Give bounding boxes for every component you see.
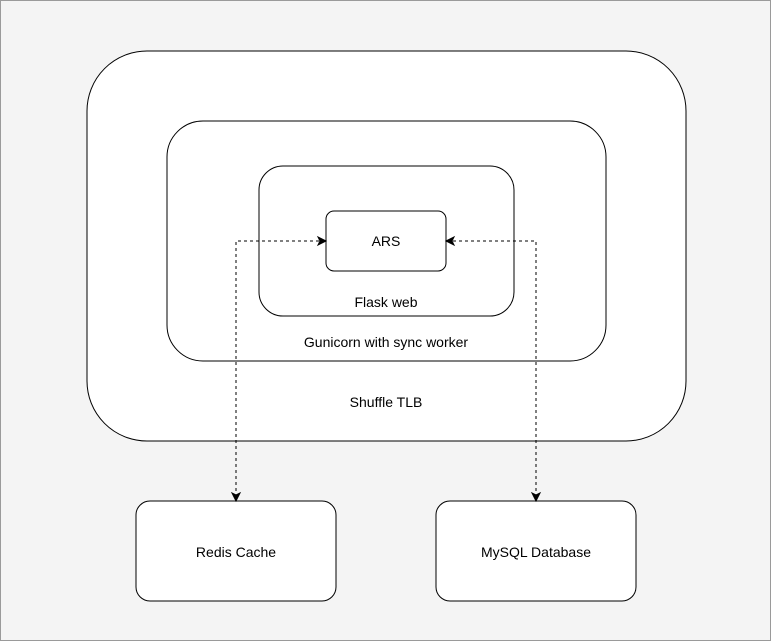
gunicorn-label: Gunicorn with sync worker (304, 334, 469, 350)
edge-ars-mysql (444, 235, 542, 503)
shuffle-tlb-label: Shuffle TLB (350, 394, 423, 410)
redis-cache-label: Redis Cache (196, 544, 276, 560)
mysql-database-node: MySQL Database (435, 500, 637, 602)
flask-web-label: Flask web (354, 294, 417, 310)
ars-label: ARS (372, 233, 401, 249)
ars-node: ARS (325, 210, 447, 272)
edge-ars-redis (230, 235, 328, 503)
edge-ars-mysql-arrowhead-end (530, 491, 542, 503)
edge-ars-redis-arrowhead-end (230, 491, 242, 503)
edge-ars-mysql-arrowhead-start (444, 235, 456, 247)
edge-ars-redis-arrowhead-start (316, 235, 328, 247)
mysql-database-label: MySQL Database (481, 544, 591, 560)
redis-cache-node: Redis Cache (135, 500, 337, 602)
